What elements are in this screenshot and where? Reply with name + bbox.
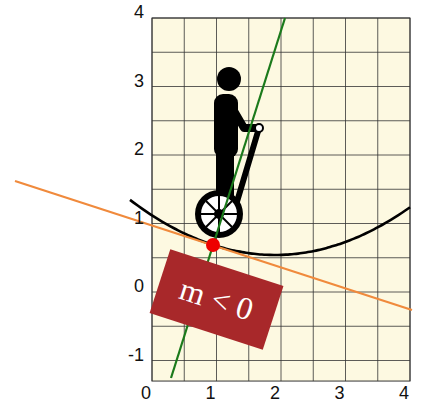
axis-tick-label: 1 (134, 209, 144, 227)
axis-tick-label: 0 (134, 277, 144, 295)
contact-point (206, 238, 220, 252)
axis-tick-label: 4 (134, 3, 144, 21)
parabola-curve (130, 200, 410, 255)
grid-line (152, 189, 410, 190)
grid-line (152, 120, 410, 121)
grid-line (152, 155, 410, 156)
slope-label: m < 0 (175, 272, 257, 329)
rider-head (217, 67, 241, 91)
axis-tick-label: 2 (270, 384, 280, 402)
axis-tick-label: -1 (128, 346, 144, 364)
grid-line (152, 52, 410, 53)
wheel (195, 190, 243, 238)
axis-tick-label: 2 (134, 140, 144, 158)
handle-grip (255, 124, 263, 132)
axis-tick-label: 3 (134, 72, 144, 90)
axis-tick-label: 3 (334, 384, 344, 402)
axis-tick-label: 0 (141, 384, 151, 402)
grid-line (152, 18, 410, 19)
rider-torso (214, 94, 238, 158)
grid-line (152, 86, 410, 87)
axis-tick-label: 4 (399, 384, 409, 402)
axis-tick-label: 1 (205, 384, 215, 402)
grid-line (152, 360, 410, 361)
segway-rider (195, 67, 263, 238)
grid-line (152, 223, 410, 224)
